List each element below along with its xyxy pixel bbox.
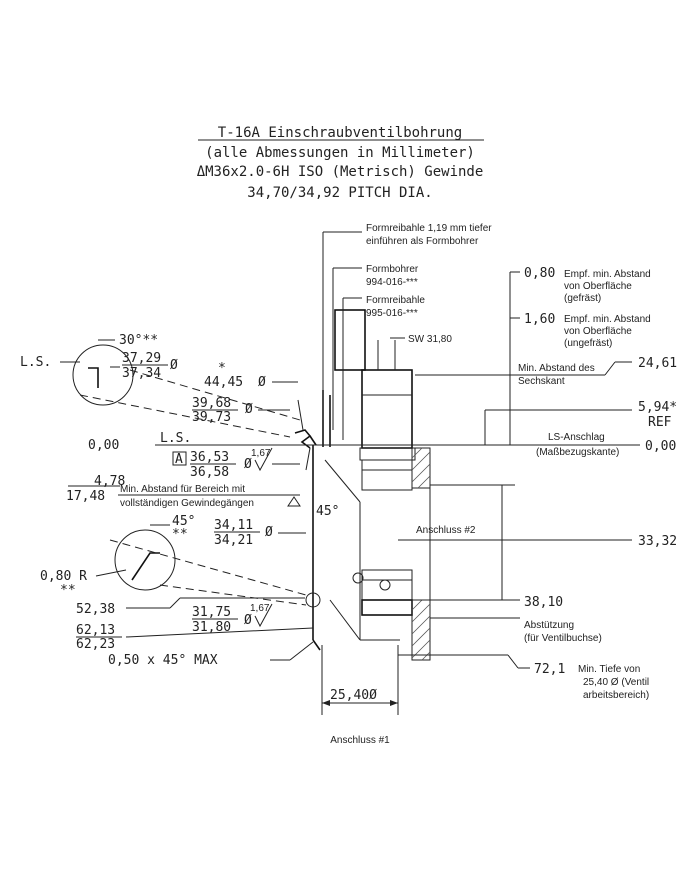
roughness-167: 1,67 [251, 448, 271, 459]
detail-circle-bottom [114, 529, 176, 591]
formreibahle-note-2: einführen als Formbohrer [366, 236, 479, 247]
roughness-167b: 1,67 [250, 603, 270, 614]
housing-section [411, 447, 431, 661]
ls-label-datum: L.S. [160, 431, 191, 446]
dim-2461: 24,61 [638, 356, 677, 371]
dim-3810: 38,10 [524, 595, 563, 610]
dim-080-r: 0,80 R [40, 569, 87, 584]
diam-4: Ø [244, 457, 252, 472]
title-line-1: T-16A Einschraubventilbohrung [218, 125, 462, 141]
dim-3968: 39,68 [192, 396, 231, 411]
dim-3734: 37,34 [122, 366, 161, 381]
star: * [218, 361, 226, 376]
diam-3: Ø [245, 402, 253, 417]
dim-6223: 62,23 [76, 637, 115, 652]
angle-45-center: 45° [316, 504, 339, 519]
formreibahle-number: 995-016-*** [366, 308, 418, 319]
adjuster-stem [334, 309, 366, 371]
valve-cartridge [334, 309, 425, 616]
dim-5238: 52,38 [76, 602, 115, 617]
ref-label: REF [648, 415, 672, 430]
right-dimensions: 0,80 Empf. min. Abstand von Oberfläche (… [155, 266, 677, 701]
abstand-160-line2: von Oberfläche [564, 326, 632, 337]
dim-2540: 25,40Ø [330, 688, 377, 703]
dim-3973: 39,73 [192, 410, 231, 425]
sechskant-line2: Sechskant [518, 376, 565, 387]
abstand-160-line1: Empf. min. Abstand [564, 314, 651, 325]
dim-3653: 36,53 [190, 450, 229, 465]
tiefe-line3: arbeitsbereich) [583, 690, 649, 701]
abstand-160-line3: (ungefräst) [564, 338, 612, 349]
undercut-circle [305, 592, 321, 608]
ls-anschlag: LS-Anschlag [548, 432, 605, 443]
dim-594: 5,94* [638, 400, 677, 415]
massbezugskante: (Maßbezugskante) [536, 447, 619, 458]
dim-6213: 62,13 [76, 623, 115, 638]
dim-000-left: 0,00 [88, 438, 119, 453]
ls-label-top: L.S. [20, 355, 51, 370]
title-line-4: 34,70/34,92 PITCH DIA. [247, 185, 432, 201]
tool-callouts: Formreibahle 1,19 mm tiefer einführen al… [322, 223, 492, 440]
dim-1748: 17,48 [66, 489, 105, 504]
dim-3729: 37,29 [122, 351, 161, 366]
dim-3180: 31,80 [192, 620, 231, 635]
dim-000-right: 0,00 [645, 439, 676, 454]
abstand-080-line3: (gefräst) [564, 293, 601, 304]
abstand-080-line2: von Oberfläche [564, 281, 632, 292]
hex-nut [361, 369, 413, 449]
min-abstand-line1: Min. Abstand für Bereich mit [120, 484, 245, 495]
top-chamfer [294, 429, 312, 449]
left-dimensions: 30°** L.S. 37,29 37,34 Ø * 44,45 Ø 39,68… [20, 333, 339, 668]
formreibahle-note-1: Formreibahle 1,19 mm tiefer [366, 223, 492, 234]
formbohrer-label: Formbohrer [366, 264, 419, 275]
double-star: ** [172, 527, 188, 542]
abstand-080-line1: Empf. min. Abstand [564, 269, 651, 280]
chamfer-note: 0,50 x 45° MAX [108, 653, 218, 668]
angle-45: 45° [172, 514, 195, 529]
dim-3175: 31,75 [192, 605, 231, 620]
diam-2: Ø [258, 375, 266, 390]
diam-5: Ø [265, 525, 273, 540]
port1-dimension: 25,40Ø Anschluss #1 [322, 688, 398, 746]
dim-478: 4,78 [94, 474, 125, 489]
double-star-2: ** [60, 583, 76, 598]
dim-3421: 34,21 [214, 533, 253, 548]
abstuetzung-line2: (für Ventilbuchse) [524, 633, 602, 644]
title-line-2: (alle Abmessungen in Millimeter) [205, 145, 475, 161]
dim-080: 0,80 [524, 266, 555, 281]
sechskant-line1: Min. Abstand des [518, 363, 595, 374]
title-block: T-16A Einschraubventilbohrung (alle Abme… [197, 125, 484, 201]
dim-4445: 44,45 [204, 375, 243, 390]
sw-label: SW 31,80 [408, 334, 452, 345]
formbohrer-number: 994-016-*** [366, 277, 418, 288]
dim-3332: 33,32 [638, 534, 677, 549]
tiefe-line1: Min. Tiefe von [578, 664, 640, 675]
dim-160: 1,60 [524, 312, 555, 327]
detail-circle-top [72, 344, 134, 406]
formreibahle-label: Formreibahle [366, 295, 425, 306]
cavity-profile [294, 390, 400, 715]
a-box-label: A [175, 452, 183, 467]
anschluss-1-label: Anschluss #1 [330, 735, 390, 746]
title-line-3: ΔM36x2.0-6H ISO (Metrisch) Gewinde [197, 164, 484, 180]
dim-721: 72,1 [534, 662, 565, 677]
dim-3658: 36,58 [190, 465, 229, 480]
diam-1: Ø [170, 358, 178, 373]
anschluss-2-label: Anschluss #2 [416, 525, 476, 536]
diam-6: Ø [244, 613, 252, 628]
dim-3411: 34,11 [214, 518, 253, 533]
abstuetzung-line1: Abstützung [524, 620, 574, 631]
tiefe-line2: 25,40 Ø (Ventil [583, 677, 649, 688]
min-abstand-line2: vollständigen Gewindegängen [120, 498, 254, 509]
angle-30: 30°** [119, 333, 158, 348]
